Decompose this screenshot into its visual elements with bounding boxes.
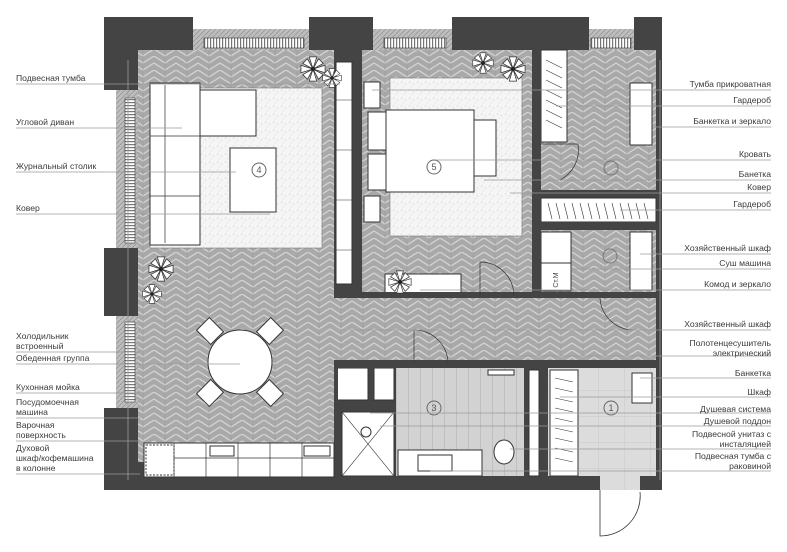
label-dryer: Суш машина [719,258,771,268]
label-hob: Варочная поверхность [16,420,66,440]
corner-sofa[interactable] [149,82,201,246]
utility-cabinet[interactable] [540,231,572,267]
dining-table[interactable] [207,329,273,395]
washer-tag: Ст.М [553,272,560,287]
room-4-marker [251,162,267,178]
wall-living-bedroom [352,50,362,298]
wall-bath-hall [540,368,548,476]
label-bedroom-rug: Ковер [747,182,771,192]
room-1-marker [603,400,619,416]
door-utility[interactable] [599,297,633,331]
window-bedroom [373,17,452,29]
room-5-marker [426,159,442,175]
room-2-marker [602,248,618,264]
fridge-column[interactable] [145,444,175,476]
label-wardrobe-2: Гардероб [733,199,771,209]
label-hanging-cabinet: Подвесная тумба [16,73,86,83]
chair-2[interactable] [255,316,285,346]
bath-shelf [528,369,540,477]
label-built-in-fridge: Холодильник встроенный [16,331,69,351]
coffee-table[interactable] [229,147,277,213]
label-dishwasher: Посудомоечная машина [16,397,79,417]
label-utility-cabinet-2: Хозяйственный шкаф [684,319,771,329]
label-nightstand: Тумба прикроватная [689,79,771,89]
radiator-bedroom [383,37,447,49]
tv-unit[interactable] [335,61,353,285]
radiator-dressing [590,37,632,49]
label-dining-group: Обеденная группа [16,353,90,363]
wall-bedroom-dressing [532,50,541,298]
label-living-rug: Ковер [16,203,40,213]
utility-cabinet-bath[interactable] [335,367,369,401]
label-hall-wardrobe: Шкаф [747,387,771,397]
kitchen-sink[interactable] [209,445,235,457]
hall-wardrobe[interactable] [549,369,579,477]
chair-3[interactable] [195,378,225,408]
label-oven-column: Духовой шкаф/кофемашина в колонне [16,443,94,473]
label-wall-toilet: Подвесной унитаз с инсталяцией [691,429,771,449]
towel-rail[interactable] [487,369,515,376]
door-dressing[interactable] [541,143,579,181]
toilet[interactable] [493,439,515,465]
wall-dressing-utility [541,222,656,230]
label-utility-cabinet-1: Хозяйственный шкаф [684,243,771,253]
label-shower-tray: Душевой поддон [703,416,771,426]
room-4-number: 4 [256,165,261,175]
bed-pillow-bottom [367,153,387,191]
entrance-opening [600,476,640,490]
radiator-living [203,37,305,49]
wall-bath-top [334,360,656,368]
label-bed-bench: Банетка [738,169,771,179]
hob[interactable] [303,445,331,457]
door-bedroom[interactable] [479,261,515,297]
window-dressing [589,17,634,29]
room-1-number: 1 [608,403,613,413]
label-towel-rail: Полотенцесушитель электрический [689,338,771,358]
radiator-left [124,97,136,244]
bed[interactable] [385,109,475,193]
chair-1[interactable] [195,316,225,346]
nightstand-bottom[interactable] [363,195,381,223]
cabinet-bath-small[interactable] [373,367,395,401]
bench-mirror-dressing[interactable] [629,82,653,146]
label-kitchen-sink: Кухонная мойка [16,382,80,392]
sofa-chaise[interactable] [199,89,257,137]
wall-shower-left [334,368,338,476]
shower-head [360,426,372,438]
bench-hall[interactable] [631,372,653,404]
room-3-marker [426,400,442,416]
window-living [193,17,309,29]
bench-bed[interactable] [473,119,497,177]
wall-left-pier [104,248,138,316]
label-coffee-table: Журнальный столик [16,161,97,171]
radiator-kitchen [124,321,136,403]
wardrobe-vertical[interactable] [540,49,568,143]
nightstand-top[interactable] [363,81,381,109]
room-3-number: 3 [431,403,436,413]
window-left-upper [104,90,116,248]
room-6-marker [603,160,619,176]
label-shower-system: Душевая система [700,404,771,414]
label-bed: Кровать [738,149,771,159]
entrance-door[interactable] [599,490,641,537]
label-bench-mirror: Банкетка и зеркало [693,116,771,126]
label-corner-sofa: Угловой диван [16,117,75,127]
dresser-mirror-utility[interactable] [629,231,653,291]
leader-lines-left [16,60,340,480]
label-vanity: Подвесная тумба с раковиной [694,451,771,471]
bed-pillow-top [367,111,387,151]
room-5-number: 5 [431,162,436,172]
chair-4[interactable] [255,378,285,408]
window-left-lower [104,316,116,408]
label-dresser-mirror: Комод и зеркало [704,279,771,289]
corridor-floor [334,298,656,360]
label-hall-bench: Банкетка [734,368,771,378]
label-wardrobe-1: Гардероб [733,95,771,105]
wall-corridor-top [334,292,656,298]
leader-lines-right [350,60,771,480]
